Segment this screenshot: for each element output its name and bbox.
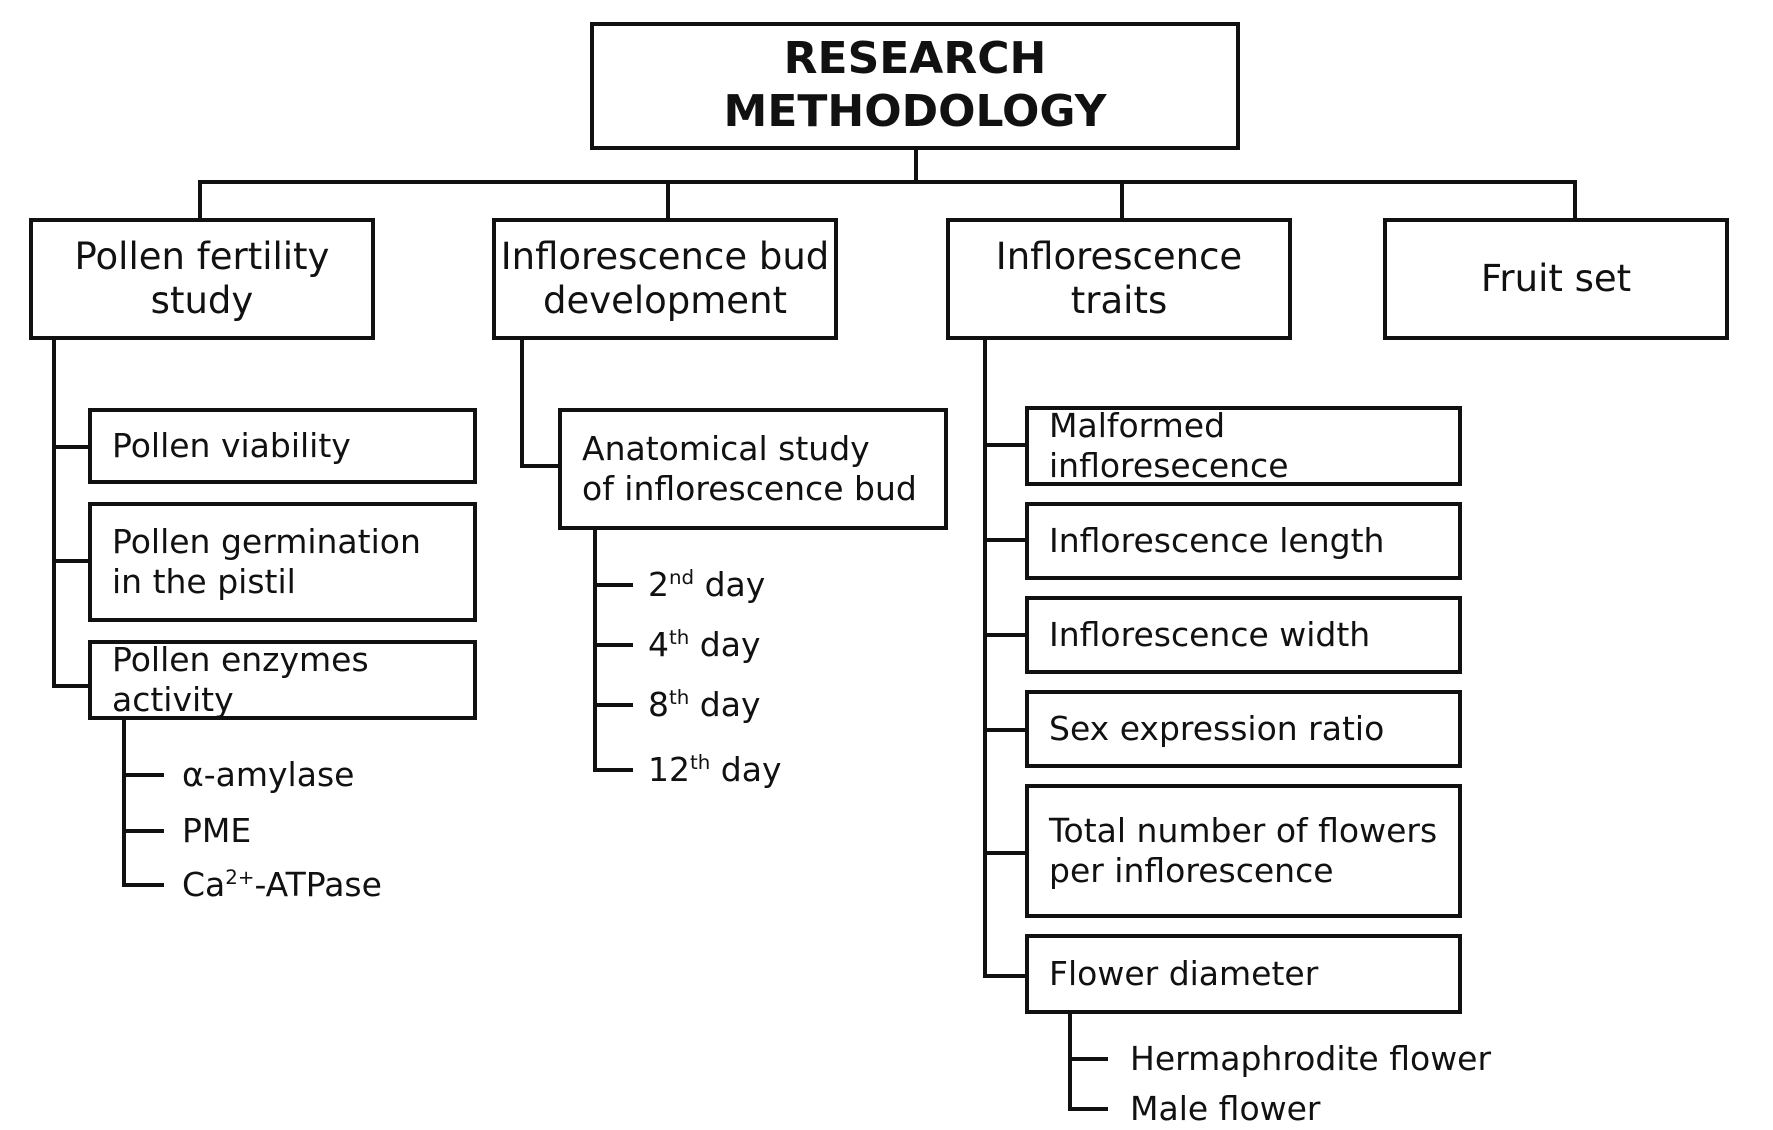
trait-malformed-box: Malformed infloresecence — [1025, 406, 1462, 486]
enzyme-spine — [122, 717, 126, 887]
day-suffix: day — [689, 685, 761, 724]
pollen-enzymes-box: Pollen enzymes activity — [88, 640, 477, 720]
item-label: Pollen germination in the pistil — [112, 522, 421, 601]
enzyme-ca-atpase: Ca2+-ATPase — [182, 868, 382, 901]
bud-spine — [520, 338, 524, 468]
root-connector — [914, 148, 918, 182]
traits-tick-1 — [983, 443, 1027, 447]
bud-tick-anatomical — [520, 464, 560, 468]
day-suffix: day — [689, 625, 761, 664]
pollen-spine — [52, 338, 56, 688]
day-label-8: 8th day — [648, 688, 761, 721]
flower-tick-1 — [1068, 1057, 1108, 1061]
enzyme-tick-1 — [122, 773, 164, 777]
trait-sex-ratio-box: Sex expression ratio — [1025, 690, 1462, 768]
enzyme-tick-3 — [122, 883, 164, 887]
category-bud-development: Inflorescence bud development — [492, 218, 838, 340]
category-label: Fruit set — [1480, 256, 1632, 300]
category-inflorescence-traits: Inflorescence traits — [946, 218, 1292, 340]
drop-line-fruit — [1573, 180, 1577, 220]
item-label: Malformed infloresecence — [1049, 406, 1289, 485]
trait-flower-diameter-box: Flower diameter — [1025, 934, 1462, 1014]
trait-total-flowers-box: Total number of flowers per inflorescenc… — [1025, 784, 1462, 918]
item-label: Anatomical study of inflorescence bud — [582, 429, 917, 508]
enzyme-tick-2 — [122, 829, 164, 833]
drop-line-traits — [1120, 180, 1124, 220]
day-ordinal: nd — [669, 566, 695, 589]
pollen-germination-box: Pollen germination in the pistil — [88, 502, 477, 622]
item-label: Total number of flowers per inflorescenc… — [1049, 811, 1438, 890]
flower-tick-2 — [1068, 1107, 1108, 1111]
day-number: 8 — [648, 685, 669, 724]
item-label: Inflorescence length — [1049, 521, 1385, 561]
day-suffix: day — [710, 750, 782, 789]
enzyme-label: α-amylase — [182, 755, 355, 794]
flower-spine — [1068, 1011, 1072, 1111]
item-label: Pollen enzymes activity — [112, 640, 369, 719]
drop-line-pollen — [198, 180, 202, 220]
day-label-2: 2nd day — [648, 568, 765, 601]
drop-line-bud — [666, 180, 670, 220]
trait-width-box: Inflorescence width — [1025, 596, 1462, 674]
enzyme-pme: PME — [182, 814, 251, 847]
day-label-12: 12th day — [648, 753, 782, 786]
traits-tick-4 — [983, 728, 1027, 732]
category-fruit-set: Fruit set — [1383, 218, 1729, 340]
traits-tick-3 — [983, 633, 1027, 637]
enzyme-label: PME — [182, 811, 252, 850]
day-number: 4 — [648, 625, 669, 664]
item-label: Sex expression ratio — [1049, 709, 1385, 749]
day-suffix: day — [694, 565, 766, 604]
day-label-4: 4th day — [648, 628, 761, 661]
traits-tick-6 — [983, 974, 1027, 978]
enzyme-suffix: -ATPase — [254, 865, 382, 904]
trait-length-box: Inflorescence length — [1025, 502, 1462, 580]
day-ordinal: th — [690, 751, 711, 774]
day-tick-3 — [593, 703, 633, 707]
item-label: Inflorescence width — [1049, 615, 1371, 655]
day-tick-2 — [593, 643, 633, 647]
pollen-tick-viability — [52, 445, 90, 449]
enzyme-superscript: 2+ — [225, 866, 255, 889]
flower-type-hermaphrodite: Hermaphrodite flower — [1130, 1039, 1492, 1078]
pollen-viability-box: Pollen viability — [88, 408, 477, 484]
enzyme-base: Ca — [182, 865, 226, 904]
anatomical-study-box: Anatomical study of inflorescence bud — [558, 408, 948, 530]
traits-spine — [983, 338, 987, 978]
pollen-tick-enzymes — [52, 684, 90, 688]
category-label: Inflorescence bud development — [500, 234, 830, 322]
day-number: 12 — [648, 750, 690, 789]
day-tick-4 — [593, 768, 633, 772]
day-ordinal: th — [669, 686, 690, 709]
flower-type-male: Male flower — [1130, 1089, 1321, 1128]
days-spine — [593, 528, 597, 772]
item-label: Pollen viability — [112, 426, 351, 466]
day-tick-1 — [593, 583, 633, 587]
category-label: Pollen fertility study — [74, 234, 330, 322]
day-number: 2 — [648, 565, 669, 604]
traits-tick-5 — [983, 851, 1027, 855]
traits-tick-2 — [983, 538, 1027, 542]
day-ordinal: th — [669, 626, 690, 649]
title-box: RESEARCH METHODOLOGY — [590, 22, 1240, 150]
diagram-title: RESEARCH METHODOLOGY — [723, 33, 1107, 137]
enzyme-alpha-amylase: α-amylase — [182, 758, 354, 791]
pollen-tick-germination — [52, 559, 90, 563]
category-pollen-fertility: Pollen fertility study — [29, 218, 375, 340]
item-label: Flower diameter — [1049, 954, 1319, 994]
top-bus-line — [198, 180, 1577, 184]
category-label: Inflorescence traits — [995, 234, 1243, 322]
